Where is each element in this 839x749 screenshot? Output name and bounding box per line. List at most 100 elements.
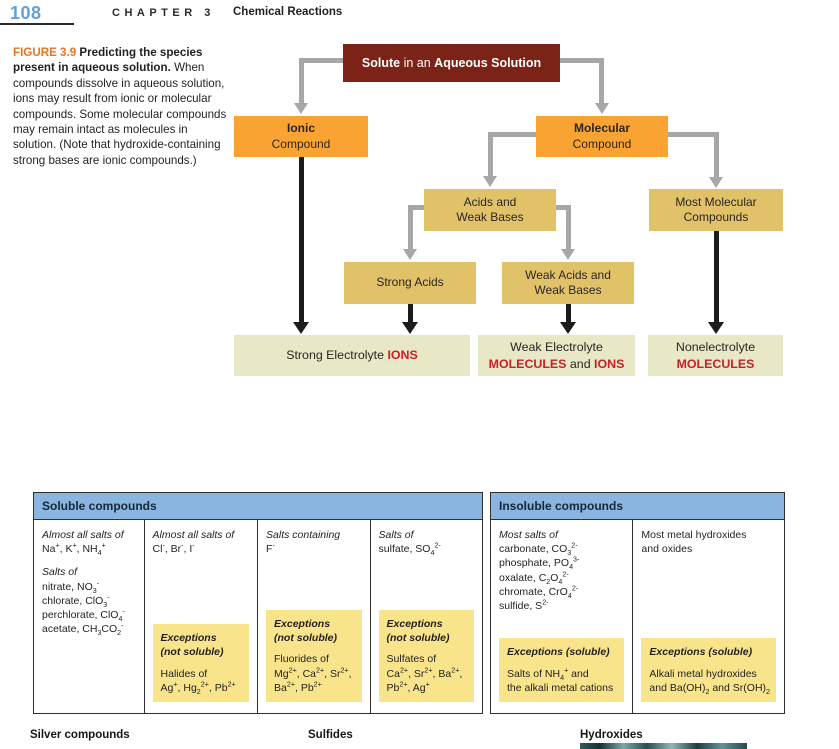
connector-acids-strong-v — [408, 205, 413, 250]
arrowhead-gray-acids — [483, 176, 497, 187]
chapter-label: CHAPTER 3 — [112, 7, 215, 19]
arrow-weakacids-to-weakelec — [566, 303, 571, 323]
arrowhead-black-strongacids — [402, 322, 418, 334]
weakacids-line1: Weak Acids and — [525, 267, 611, 282]
figure-caption: FIGURE 3.9 Predicting the species presen… — [13, 45, 234, 168]
acids-line2: Weak Bases — [456, 210, 524, 224]
node-strong-electrolyte: Strong Electrolyte IONS — [234, 335, 470, 376]
weakelec-and: and — [569, 356, 591, 371]
arrowhead-gray-weakacids — [561, 249, 575, 260]
arrow-mostmol-to-nonelec — [714, 230, 719, 323]
node-weak-acids-weak-bases: Weak Acids and Weak Bases — [502, 262, 634, 304]
page-number-rule — [0, 23, 74, 25]
arrowhead-gray-mostmol — [709, 177, 723, 188]
connector-molecular-mostmol-h — [668, 132, 716, 137]
node-acids-weak-bases: Acids and Weak Bases — [424, 189, 556, 231]
solute-bold1: Solute — [361, 56, 401, 70]
weakelec-ions: IONS — [594, 356, 625, 371]
node-most-molecular: Most Molecular Compounds — [649, 189, 783, 231]
arrowhead-gray-ionic — [294, 103, 308, 114]
molecular-line1: Molecular — [573, 121, 630, 136]
hydroxides-photo-edge — [580, 743, 747, 749]
figure-label: FIGURE 3.9 — [13, 46, 77, 59]
label-hydroxides: Hydroxides — [580, 729, 643, 741]
arrowhead-black-ionic — [293, 322, 309, 334]
connector-molecular-acids-v — [488, 132, 493, 177]
label-sulfides: Sulfides — [308, 729, 353, 741]
insoluble-table-header: Insoluble compounds — [491, 493, 784, 520]
ionic-line2: Compound — [271, 136, 331, 151]
exceptions-title: Exceptions(not soluble) — [386, 618, 450, 645]
mostmol-line1: Most Molecular — [675, 194, 757, 209]
solute-bold2: Aqueous Solution — [434, 56, 542, 70]
node-strong-acids: Strong Acids — [344, 262, 476, 304]
node-molecular-compound: Molecular Compound — [536, 116, 668, 157]
exceptions-title: Exceptions (soluble) — [649, 646, 753, 659]
chapter-title: Chemical Reactions — [233, 6, 343, 18]
connector-solute-molecular-h — [560, 58, 602, 63]
node-ionic-compound: Ionic Compound — [234, 116, 368, 157]
node-weak-electrolyte: Weak Electrolyte MOLECULES and IONS — [478, 335, 635, 376]
strongacids-line1: Strong Acids — [376, 275, 444, 290]
strongelec-text: Strong Electrolyte — [286, 348, 385, 363]
exceptions-title: Exceptions(not soluble) — [274, 618, 338, 645]
molecular-line2: Compound — [572, 136, 632, 151]
acids-line1: Acids and — [463, 194, 517, 209]
exceptions-box: Exceptions (soluble) Alkali metal hydrox… — [641, 638, 776, 702]
connector-acids-weak-h — [556, 205, 568, 210]
page-number: 108 — [10, 3, 42, 23]
weakelec-line1: Weak Electrolyte — [510, 339, 603, 354]
figure-caption-title: Predicting the species present in aqueou… — [13, 46, 203, 75]
mostmol-line2: Compounds — [683, 210, 749, 224]
label-silver-compounds: Silver compounds — [30, 729, 130, 741]
strongelec-ions: IONS — [387, 348, 418, 363]
arrow-ionic-to-ions — [299, 156, 304, 323]
node-solute: Solute in an Aqueous Solution — [343, 44, 560, 82]
ionic-line1: Ionic — [286, 121, 315, 136]
connector-molecular-acids-h — [490, 132, 536, 137]
connector-solute-ionic-h — [299, 58, 343, 63]
connector-solute-molecular-v — [599, 58, 604, 104]
connector-molecular-mostmol-v — [714, 132, 719, 178]
connector-acids-strong-h — [410, 205, 424, 210]
arrowhead-gray-strongacids — [403, 249, 417, 260]
arrowhead-black-mostmol — [708, 322, 724, 334]
figure-caption-body: When compounds dissolve in aqueous solut… — [13, 61, 227, 167]
connector-solute-ionic-v — [299, 58, 304, 104]
nonelec-line1: Nonelectrolyte — [675, 339, 756, 354]
arrowhead-black-weakacids — [560, 322, 576, 334]
exceptions-title: Exceptions(not soluble) — [160, 632, 224, 659]
weakacids-line2: Weak Bases — [534, 283, 602, 297]
arrowhead-gray-molecular — [595, 103, 609, 114]
connector-acids-weak-v — [566, 205, 571, 250]
node-nonelectrolyte: Nonelectrolyte MOLECULES — [648, 335, 783, 376]
soluble-table-header: Soluble compounds — [34, 493, 482, 520]
weakelec-molecules: MOLECULES — [488, 356, 567, 371]
solute-mid: in an — [403, 56, 431, 70]
